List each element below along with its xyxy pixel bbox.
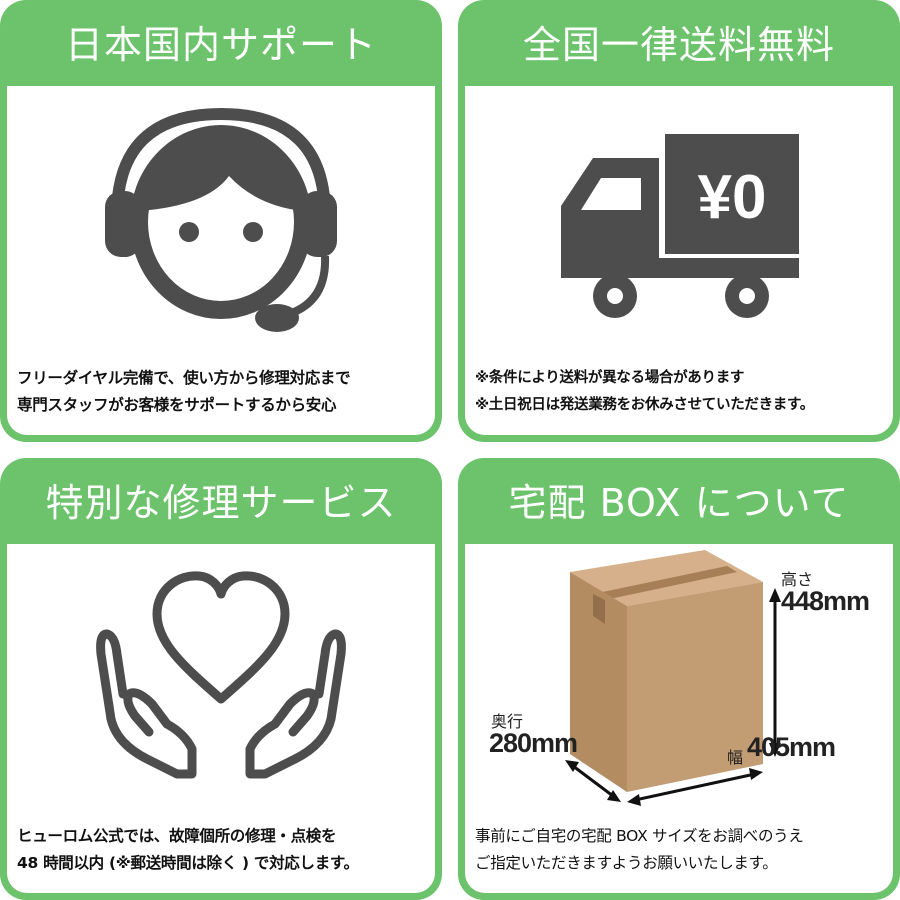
width-label: 幅 [727,750,744,767]
description-line: ご指定いただきますようお願いいたします。 [475,854,778,872]
card-description: フリーダイヤル完備で、使い方から修理対応まで 専門スタッフがお客様をサポートする… [17,365,429,419]
truck-price-label: ¥0 [698,163,767,232]
card-body: フリーダイヤル完備で、使い方から修理対応まで 専門スタッフがお客様をサポートする… [7,86,435,435]
width-value: 405mm [747,732,836,762]
headset-support-icon [105,107,337,332]
card-title: 全国一律送料無料 [522,23,835,67]
description-line: 事前にご自宅の宅配 BOX サイズをお調べのうえ [475,827,804,845]
cardboard-box-icon [565,550,781,806]
card-description: ヒューロム公式では、故障個所の修理・点検を 48 時間以内 (※郵送時間は除く … [17,823,429,877]
card-title: 特別な修理サービス [45,481,397,525]
description-line: ※条件により送料が異なる場合があります [475,370,745,386]
card-repair-service: 特別な修理サービス ヒューロム公式では、故障個所の修理・点検を 48 時間以内 … [0,458,442,900]
truck-free-shipping-icon: ¥0 [561,134,799,318]
depth-value: 280mm [489,728,578,758]
description-line: 48 時間以内 (※郵送時間は除く ) で対応します。 [17,854,359,872]
card-description: 事前にご自宅の宅配 BOX サイズをお調べのうえ ご指定いただきますようお願いい… [475,823,887,877]
description-line: ヒューロム公式では、故障個所の修理・点検を [17,827,337,845]
height-value: 448mm [781,586,870,616]
height-label: 高さ [781,572,814,589]
card-title: 日本国内サポート [64,23,377,67]
description-line: 専門スタッフがお客様をサポートするから安心 [17,396,337,414]
depth-label: 奥行 [491,714,524,731]
card-body: ヒューロム公式では、故障個所の修理・点検を 48 時間以内 (※郵送時間は除く … [7,544,435,893]
card-body: ¥0 ※条件により送料が異なる場合があります ※土日祝日は発送業務をお休みさせて… [465,86,893,435]
hands-heart-icon [96,571,346,779]
card-body: 高さ 448mm 奥行 280mm 幅 405mm 事前にご自宅の宅配 BOX … [465,544,893,893]
card-free-shipping: 全国一律送料無料 ¥0 ※条件により送料が異なる場合があります ※土日祝日は発送… [458,0,900,442]
description-line: ※土日祝日は発送業務をお休みさせていただきます。 [475,397,814,413]
card-delivery-box: 宅配 BOX について 高さ 448mm [458,458,900,900]
card-domestic-support: 日本国内サポート フリーダイヤル完備で、使い方から修理対応まで 専門スタッフがお… [0,0,442,442]
description-line: フリーダイヤル完備で、使い方から修理対応まで [17,369,351,387]
card-title: 宅配 BOX について [508,481,850,525]
card-description: ※条件により送料が異なる場合があります ※土日祝日は発送業務をお休みさせていただ… [475,365,887,419]
